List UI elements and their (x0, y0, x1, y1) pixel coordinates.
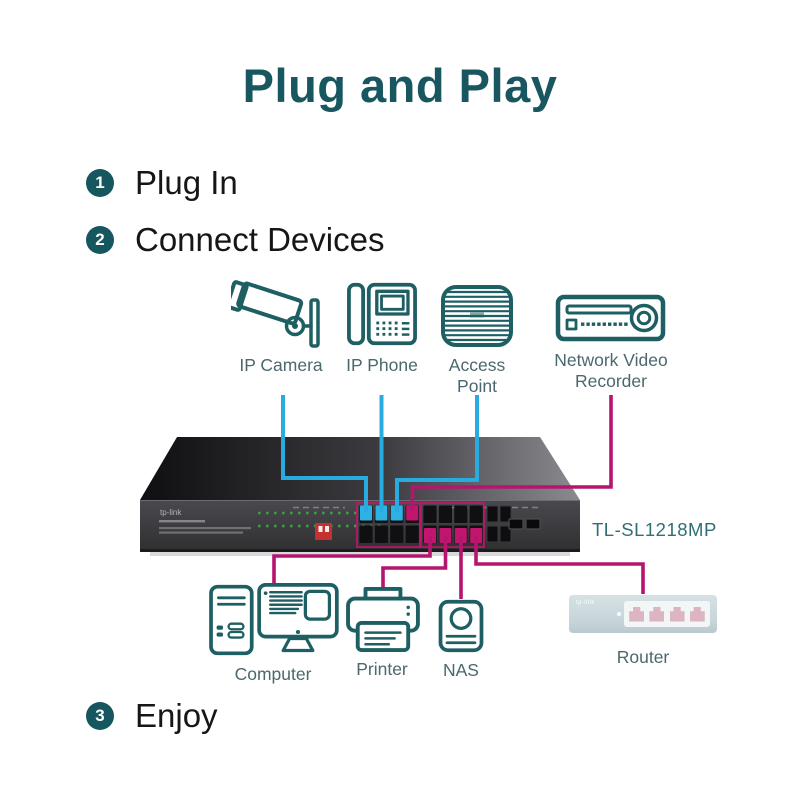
router-port-icon (629, 606, 645, 622)
led-indicators (258, 506, 538, 528)
device-computer: Computer (200, 583, 346, 685)
step-3-label: Enjoy (135, 697, 218, 734)
computer-label: Computer (234, 664, 312, 684)
router-label: Router (616, 647, 670, 667)
cable-router (474, 536, 645, 594)
cable-printer (381, 536, 448, 587)
step-1-label: Plug In (135, 164, 238, 201)
router-port-panel (624, 601, 710, 627)
router-port-icon (689, 606, 705, 622)
nas-icon (438, 599, 484, 653)
dip-switch (315, 523, 332, 540)
step-2-label: Connect Devices (135, 221, 385, 258)
network-switch: tp-link (140, 437, 580, 556)
access-point-icon (441, 285, 513, 347)
access-point-label: Access Point (448, 355, 506, 396)
ip-camera-icon (231, 280, 320, 348)
device-ip-phone: IP Phone (337, 280, 427, 376)
uplink-ports (486, 505, 512, 543)
ip-camera-label: IP Camera (239, 355, 323, 375)
cable-ip-camera (281, 395, 368, 512)
nas-label: NAS (443, 660, 479, 680)
ip-phone-icon (347, 282, 417, 346)
step-2: 2 Connect Devices (86, 221, 384, 259)
device-router: tp-link Router (568, 595, 718, 668)
printer-label: Printer (356, 659, 408, 679)
step-1: 1 Plug In (86, 164, 238, 202)
downlink-cables (272, 395, 645, 599)
router-port-icon (669, 606, 685, 622)
computer-icon (209, 583, 339, 656)
device-nas: NAS (435, 599, 487, 681)
router-image: tp-link (569, 595, 717, 633)
step-2-badge: 2 (86, 226, 114, 254)
step-3-badge: 3 (86, 702, 114, 730)
router-brand-logo: tp-link (576, 600, 595, 606)
step-1-badge: 1 (86, 169, 114, 197)
connection-lines (272, 395, 645, 599)
device-ip-camera: IP Camera (231, 280, 331, 376)
switch-brand-logo: tp-link (160, 508, 182, 517)
uplink-cables (281, 395, 479, 512)
rj45-ports (356, 502, 541, 548)
device-nvr: Network Video Recorder (552, 293, 670, 391)
sfp-slots (508, 518, 541, 530)
step-3: 3 Enjoy (86, 697, 218, 735)
cable-nvr (410, 395, 613, 510)
device-access-point: Access Point (437, 284, 517, 396)
plugged-connectors (360, 505, 483, 543)
router-led (617, 612, 621, 616)
switch-model-label: TL-SL1218MP (592, 519, 717, 540)
cable-access-point (395, 395, 479, 512)
router-port-icon (649, 606, 665, 622)
cable-computer (272, 536, 432, 584)
printer-icon (346, 586, 420, 652)
device-printer: Printer (344, 586, 420, 680)
ip-phone-label: IP Phone (346, 355, 418, 375)
nvr-label: Network Video Recorder (554, 350, 668, 391)
nvr-icon (555, 294, 666, 342)
page-title: Plug and Play (242, 59, 558, 112)
